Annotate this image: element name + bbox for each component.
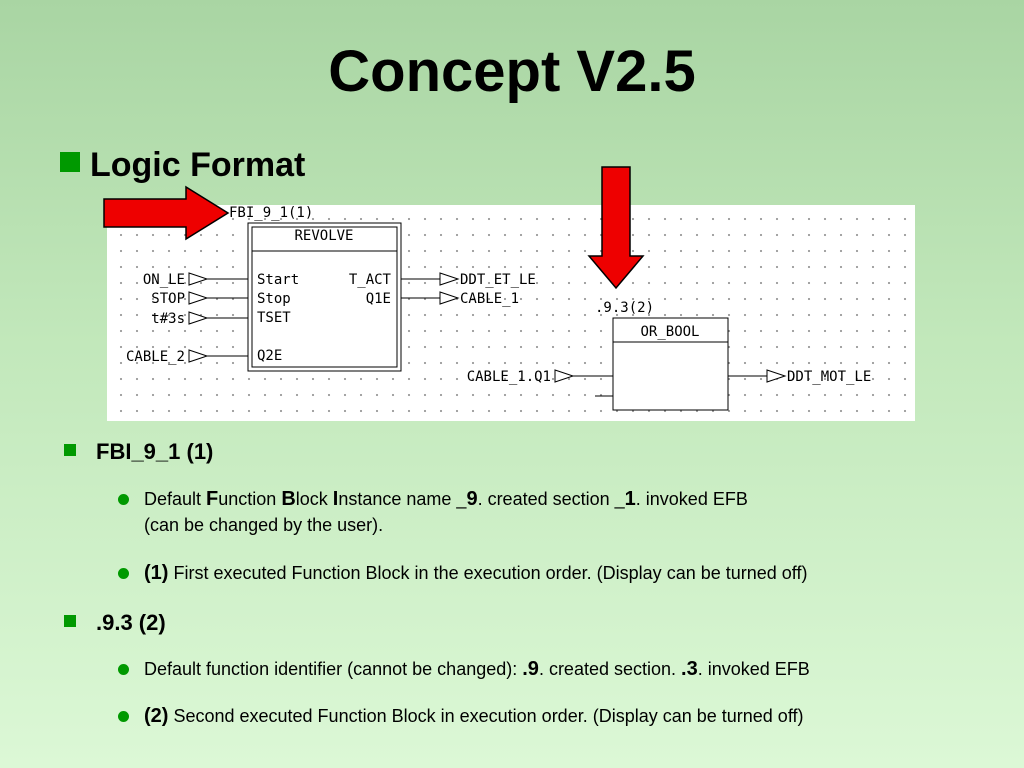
revolve-block-inner [251, 226, 398, 368]
output-connector-icon [766, 369, 787, 383]
list-item-text: (2) Second executed Function Block in ex… [144, 705, 804, 727]
fbd-diagram: FBI_9_1(1) REVOLVE Start Stop TSET Q2E T… [107, 205, 915, 421]
fb2-type-label: OR_BOOL [640, 324, 699, 340]
slide-subtitle: Logic Format [60, 146, 305, 185]
var-ddt-mot-le[interactable]: DDT_MOT_LE [787, 369, 871, 385]
fb1-pin-stop: Stop [257, 291, 291, 307]
fb1-type-label: REVOLVE [294, 228, 353, 244]
input-connector-icon [188, 349, 209, 363]
list-item: (1) First executed Function Block in the… [118, 560, 807, 586]
slide-title: Concept V2.5 [328, 39, 696, 104]
input-connector-icon [188, 291, 209, 305]
var-cable-1[interactable]: CABLE_1 [460, 291, 519, 307]
input-connector-icon [554, 369, 575, 383]
output-connector-icon [439, 272, 460, 286]
fb1-pin-q1e: Q1E [366, 291, 391, 307]
list-item: (2) Second executed Function Block in ex… [118, 703, 804, 729]
red-arrow-down-icon [587, 166, 645, 290]
list-item-text: (1) First executed Function Block in the… [144, 562, 808, 584]
var-ddt-et-le[interactable]: DDT_ET_LE [460, 272, 536, 288]
list-item: Default function identifier (cannot be c… [118, 656, 810, 682]
fbd-diagram-svg: FBI_9_1(1) REVOLVE Start Stop TSET Q2E T… [126, 205, 871, 411]
fb1-pin-tset: TSET [257, 310, 291, 326]
round-bullet-icon [118, 568, 129, 579]
fb1-pin-q2e: Q2E [257, 348, 282, 364]
round-bullet-icon [118, 494, 129, 505]
fb1-pin-t-act: T_ACT [349, 272, 392, 288]
fb1-instance-label: FBI_9_1(1) [229, 205, 313, 221]
fb1-pin-start: Start [257, 272, 299, 288]
list-item-text: Default Function Block Instance name _9.… [144, 488, 748, 510]
square-bullet-icon [60, 152, 80, 172]
square-bullet-icon [64, 444, 76, 456]
list-item: Default Function Block Instance name _9.… [118, 486, 748, 538]
round-bullet-icon [118, 711, 129, 722]
output-connector-icon [439, 291, 460, 305]
or-bool-block[interactable] [612, 317, 729, 411]
round-bullet-icon [118, 664, 129, 675]
input-connector-icon [188, 311, 209, 325]
revolve-block-outer[interactable] [247, 222, 402, 372]
var-cable-1-q1[interactable]: CABLE_1.Q1 [467, 369, 551, 385]
red-arrow-right-icon [103, 185, 230, 241]
section-heading-fbi: FBI_9_1 (1) [64, 439, 213, 465]
var-cable-2[interactable]: CABLE_2 [126, 349, 185, 365]
fb2-instance-label: .9.3(2) [595, 300, 654, 316]
subtitle-text: Logic Format [90, 146, 306, 184]
var-on-le[interactable]: ON_LE [143, 272, 185, 288]
section-heading-identifier: .9.3 (2) [64, 610, 166, 636]
var-t3s[interactable]: t#3s [151, 311, 185, 327]
list-item-text-line2: (can be changed by the user). [144, 515, 384, 535]
list-item-text: Default function identifier (cannot be c… [144, 658, 810, 680]
var-stop[interactable]: STOP [151, 291, 185, 307]
input-connector-icon [188, 272, 209, 286]
square-bullet-icon [64, 615, 76, 627]
